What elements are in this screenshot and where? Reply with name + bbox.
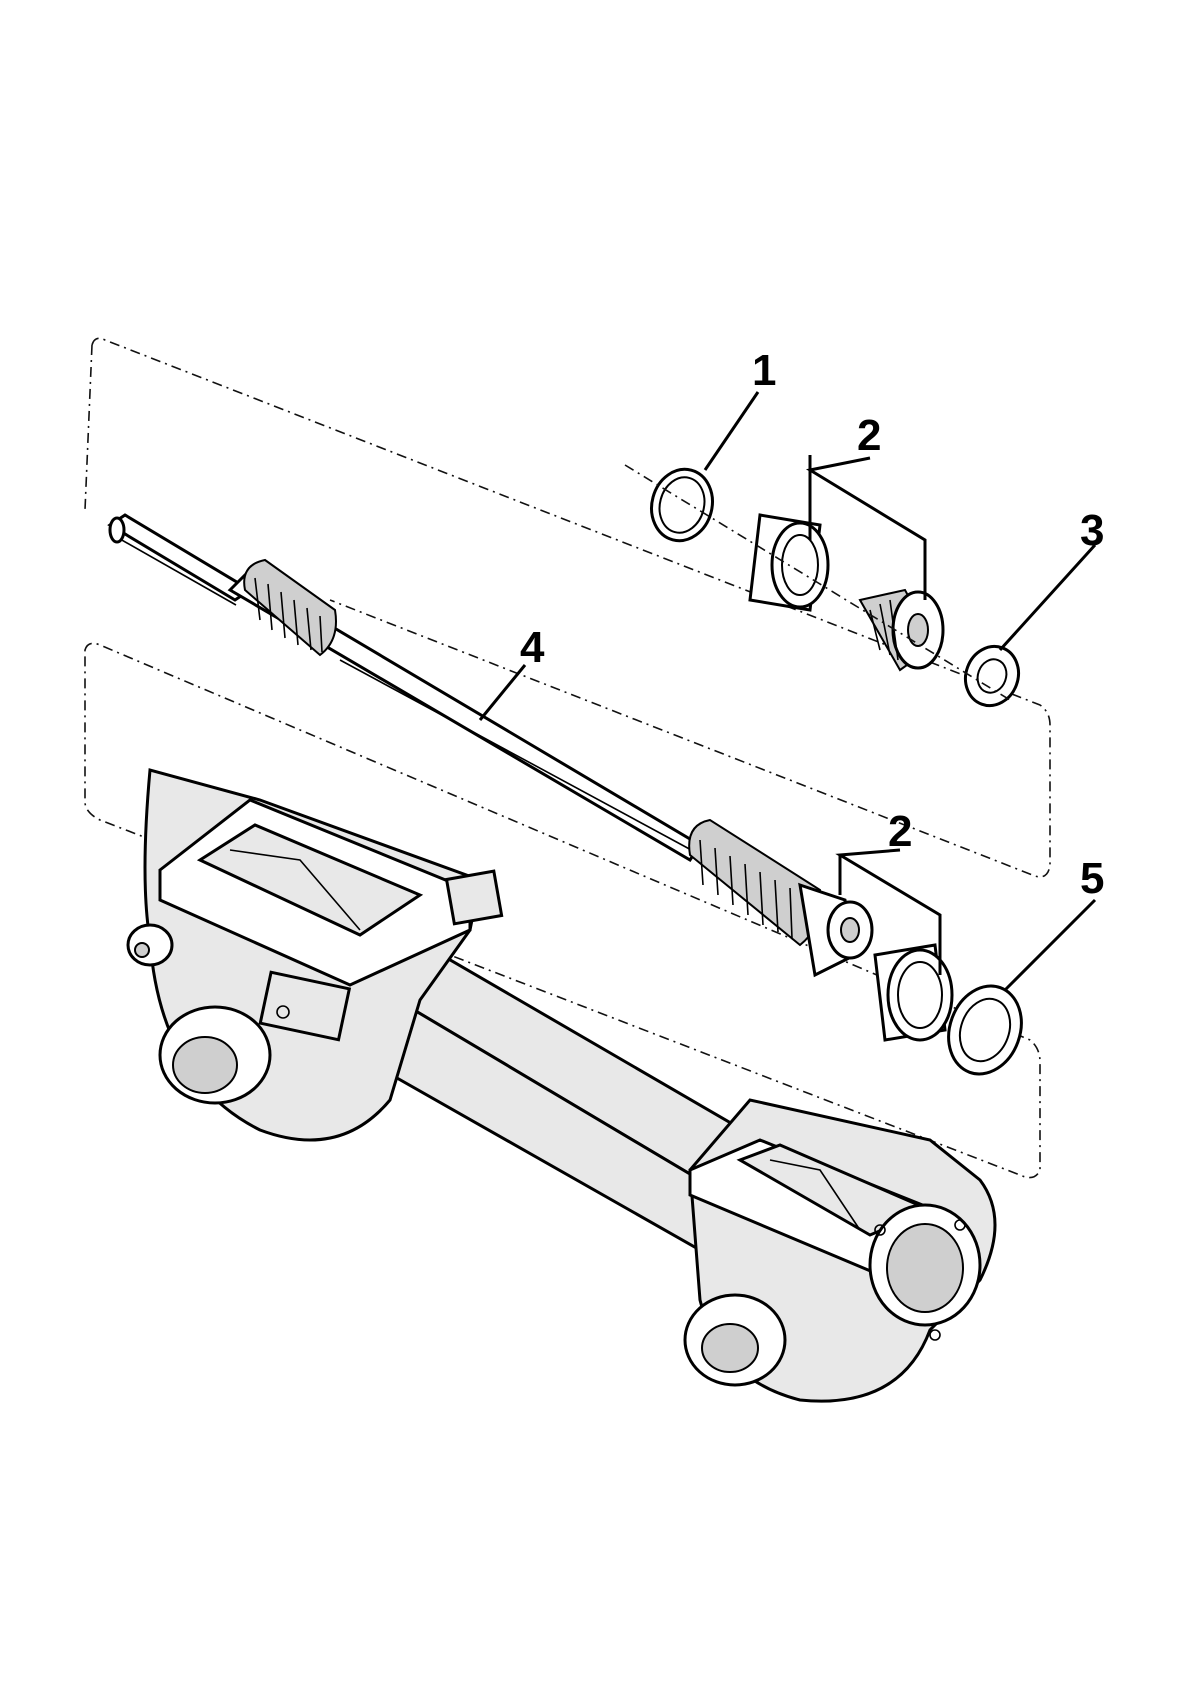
callout-2-bottom: 2 — [888, 807, 912, 856]
shim-washer-icon — [957, 639, 1026, 713]
callout-2-top: 2 — [857, 411, 881, 460]
axle-housing-icon — [128, 770, 995, 1401]
bearing-cup-icon — [750, 515, 828, 610]
callout-1: 1 — [752, 346, 776, 395]
callout-5: 5 — [1080, 854, 1104, 903]
callout-4: 4 — [520, 623, 545, 672]
bearing-cone-icon — [860, 590, 943, 670]
upper-axis-line — [625, 465, 1010, 700]
snap-ring-icon — [644, 462, 721, 547]
callout-3: 3 — [1080, 506, 1104, 555]
